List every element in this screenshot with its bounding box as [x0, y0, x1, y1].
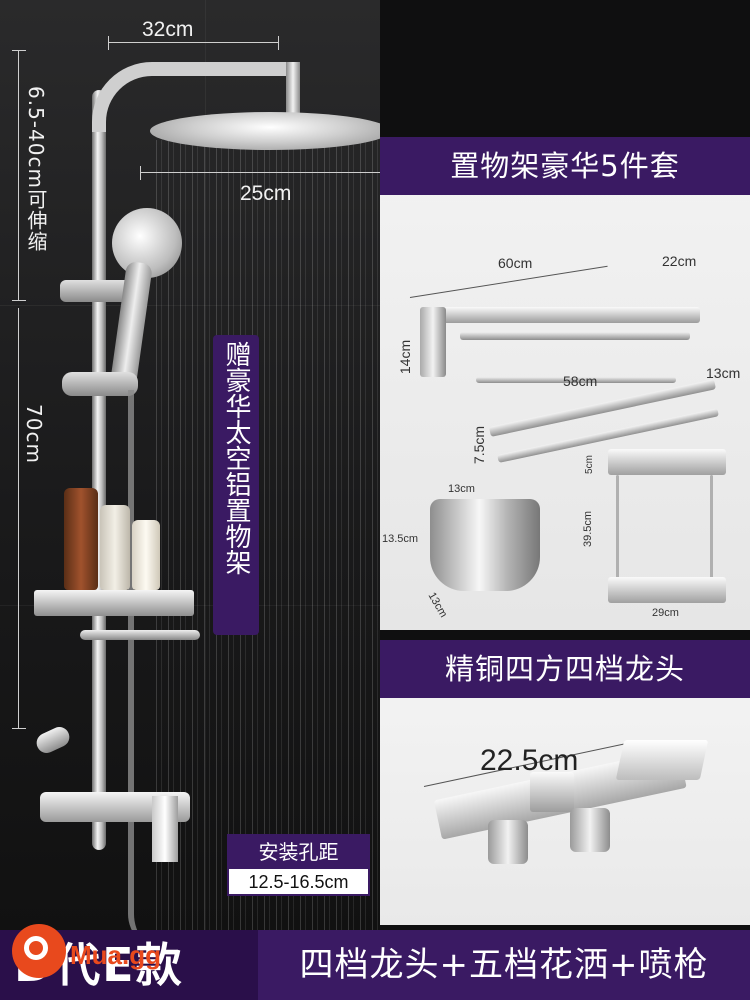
paper-holder-depth: 13cm	[425, 590, 450, 620]
rain-showerhead	[150, 112, 380, 150]
dim-line-rail	[18, 308, 19, 728]
towel-rack-length: 60cm	[498, 255, 533, 271]
install-hole-title: 安装孔距	[229, 836, 368, 869]
faucet-outlet	[488, 820, 528, 864]
dim-line-top	[108, 42, 278, 43]
caddy-towel-bar	[80, 630, 200, 640]
corner-shelf-bottom	[608, 577, 726, 603]
right-column: 置物架豪华5件套 60cm 22cm 14cm 58cm 13cm 7.5cm …	[380, 0, 750, 930]
watermark-text: Mua.gg	[70, 940, 161, 970]
bottle	[64, 488, 98, 590]
tile-seam	[205, 0, 206, 930]
caddy-shelf	[34, 590, 194, 616]
shower-scene: 32cm 25cm 6.5-40cm可伸缩 70cm 赠豪华太空铝置物架 安装孔…	[0, 0, 380, 930]
dim-tick	[140, 166, 141, 180]
mixer-handle	[152, 796, 178, 862]
head-width-label: 25cm	[240, 182, 292, 205]
corner-shelf-height: 39.5cm	[582, 510, 595, 548]
gift-tag: 赠豪华太空铝置物架	[213, 335, 259, 635]
shower-arm-drop	[286, 62, 300, 122]
bottom-description: 四档龙头+五档花洒+喷枪	[299, 945, 709, 985]
shower-rail	[92, 90, 106, 850]
dim-tick	[12, 728, 26, 729]
towel-bar-height: 7.5cm	[471, 425, 488, 465]
corner-shelf-post	[616, 475, 619, 595]
dim-tick	[12, 300, 26, 301]
corner-shelf-width: 29cm	[652, 607, 679, 619]
corner-shelf-top	[608, 449, 726, 475]
corner-shelf-post	[710, 475, 713, 595]
paper-holder-width: 13cm	[448, 483, 475, 495]
faucet-width: 22.5cm	[480, 744, 579, 777]
rack-set-panel: 置物架豪华5件套 60cm 22cm 14cm 58cm 13cm 7.5cm …	[380, 137, 750, 630]
rack-set-title: 置物架豪华5件套	[380, 137, 750, 195]
faucet-knob	[530, 772, 574, 812]
watermark-q-icon	[24, 936, 48, 960]
shower-hose	[128, 390, 164, 930]
rail-height-label: 70cm	[22, 404, 46, 464]
gift-label: 赠豪华太空铝置物架	[221, 341, 251, 575]
towel-rack-bar	[460, 332, 690, 340]
faucet-panel: 精铜四方四档龙头 22.5cm	[380, 640, 750, 925]
install-hole-value: 12.5-16.5cm	[248, 872, 349, 892]
towel-bar-length: 58cm	[563, 373, 598, 389]
dim-tick	[12, 50, 26, 51]
towel-bar-depth: 13cm	[706, 365, 741, 381]
dim-tick	[108, 36, 109, 50]
towel-rack	[440, 307, 700, 323]
spray-gun	[33, 723, 73, 757]
install-hole-box: 安装孔距 12.5-16.5cm	[227, 834, 370, 896]
towel-rack-height: 14cm	[397, 339, 414, 375]
paper-holder	[430, 499, 540, 591]
faucet-outlet	[570, 808, 610, 852]
rail-bracket	[60, 280, 138, 302]
towel-rack-bar	[476, 377, 676, 383]
faucet-title: 精铜四方四档龙头	[380, 640, 750, 698]
towel-rack-depth: 22cm	[662, 253, 697, 269]
top-width-label: 32cm	[142, 18, 194, 41]
towel-rack-bracket	[420, 307, 446, 377]
bottle	[100, 505, 130, 590]
dim-tick	[278, 36, 279, 50]
dim-line-head	[140, 172, 380, 173]
bottle	[132, 520, 160, 590]
paper-holder-height: 13.5cm	[382, 533, 419, 545]
faucet-handle	[615, 740, 709, 780]
towel-bar	[488, 379, 717, 437]
tile-seam	[0, 305, 380, 306]
dim-line-extend	[18, 50, 19, 300]
hand-shower-holder	[62, 372, 138, 396]
corner-shelf-top-height: 5cm	[583, 455, 595, 474]
extend-range-label: 6.5-40cm可伸缩	[24, 86, 48, 252]
